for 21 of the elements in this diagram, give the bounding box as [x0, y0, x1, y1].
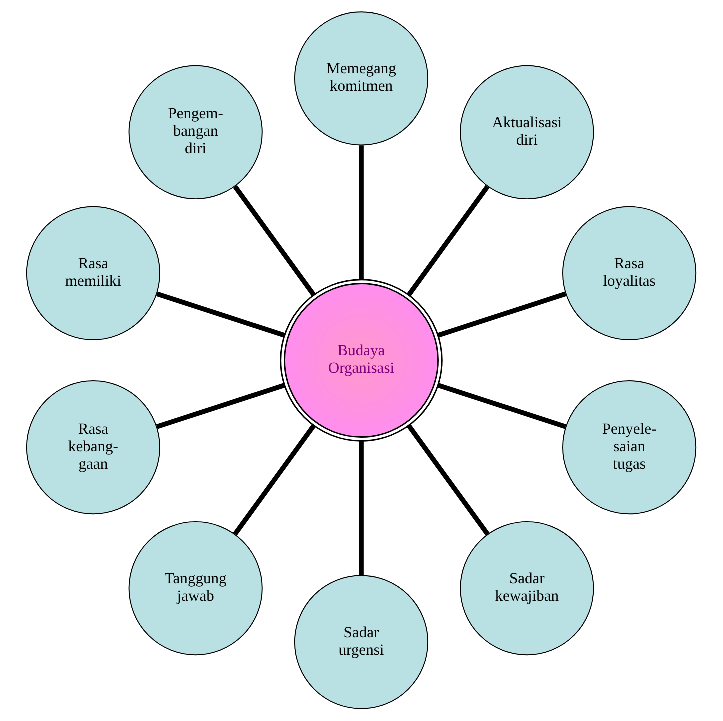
connector	[407, 185, 490, 297]
connector	[156, 383, 286, 430]
node-circle: Tanggung jawab	[128, 521, 263, 656]
node-circle: Budaya Organisasi	[280, 279, 443, 442]
connector	[359, 146, 364, 280]
node-circle: Sadar kewajiban	[460, 521, 594, 656]
connector	[359, 441, 364, 576]
connector	[233, 424, 316, 536]
node-circle: Rasa loyalitas	[562, 206, 697, 340]
node-circle: Memegang komitmen	[294, 12, 429, 146]
connector	[438, 383, 567, 430]
node-circle: Sadar urgensi	[294, 575, 429, 710]
connector	[156, 292, 286, 338]
connector	[233, 185, 316, 297]
connector	[438, 292, 567, 338]
node-circle: Aktualisasi diri	[460, 65, 594, 200]
connector	[407, 424, 490, 536]
node-circle: Rasa kebang- gaan	[26, 380, 160, 515]
node-circle: Penyele- saian tugas	[562, 380, 697, 515]
node-circle: Pengem- bangan diri	[128, 65, 263, 200]
node-circle: Rasa memiliki	[26, 206, 160, 340]
